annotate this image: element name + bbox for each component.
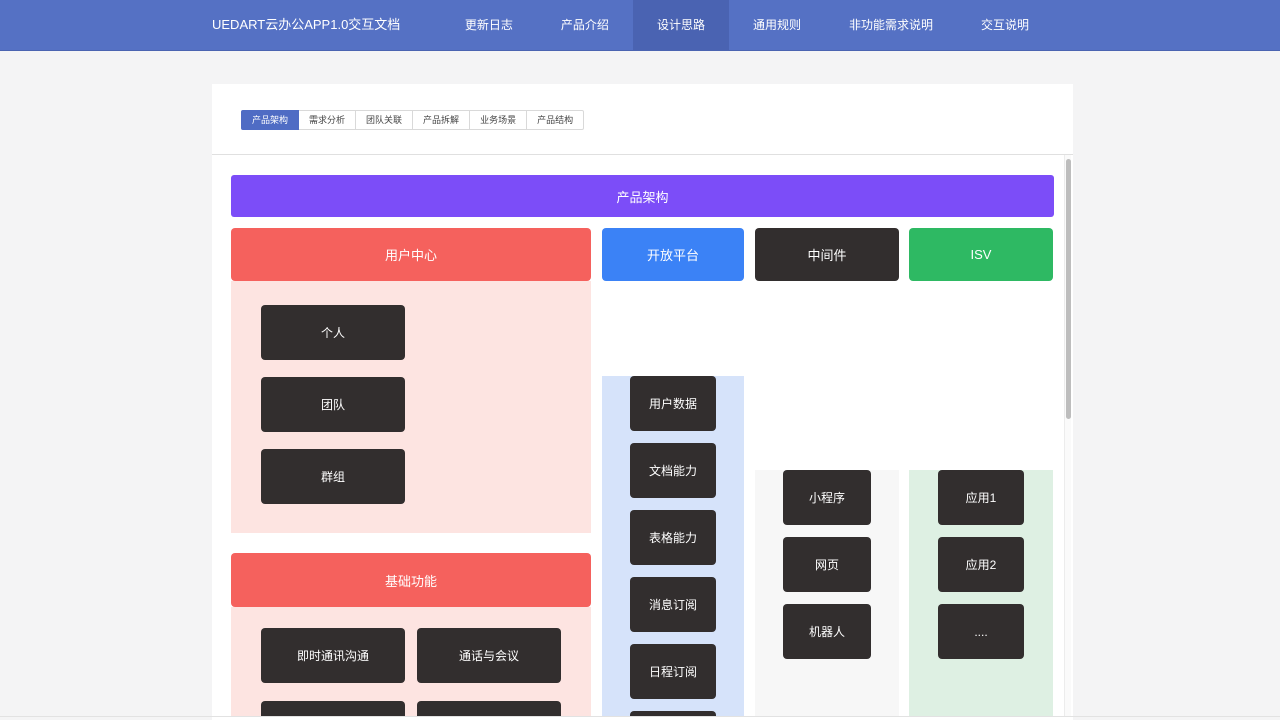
node-calls-meetings: 通话与会议: [417, 628, 561, 683]
nav-item-interaction-notes[interactable]: 交互说明: [980, 18, 1029, 32]
column-body-basic-functions: 即时通讯沟通 通话与会议: [231, 607, 591, 716]
tab-bar: 产品架构 需求分析 团队关联 产品拆解 业务场景 产品结构: [212, 84, 1073, 155]
node-app-ellipsis: ....: [938, 604, 1024, 659]
column-header-open-platform: 开放平台: [602, 228, 744, 281]
content-card: 产品架构 需求分析 团队关联 产品拆解 业务场景 产品结构 产品架构 用户中心 …: [212, 84, 1073, 720]
nav-item-changelog[interactable]: 更新日志: [464, 18, 513, 32]
column-header-basic-functions: 基础功能: [231, 553, 591, 607]
node-group: 群组: [261, 449, 405, 504]
node-mini-program: 小程序: [783, 470, 871, 525]
scrollbar-thumb[interactable]: [1066, 159, 1071, 419]
tab-team-relation[interactable]: 团队关联: [355, 110, 414, 130]
section-gap: [231, 533, 591, 553]
node-user-data: 用户数据: [630, 376, 716, 431]
document-title: UEDART云办公APP1.0交互文档: [212, 17, 401, 32]
column-user-center: 用户中心 个人 团队 群组 基础功能 即时通讯沟通 通话与会议: [231, 228, 591, 716]
diagram-scroll-area: 产品架构 用户中心 个人 团队 群组 基础功能 即时通讯沟通 通话与会议: [212, 155, 1073, 716]
column-open-platform: 开放平台 用户数据 文档能力 表格能力 消息订阅 日程订阅: [602, 228, 744, 716]
node-box-partial: [630, 711, 716, 716]
column-header-middleware: 中间件: [755, 228, 899, 281]
node-schedule-subscription: 日程订阅: [630, 644, 716, 699]
diagram-root-node: 产品架构: [231, 175, 1054, 217]
node-message-subscription: 消息订阅: [630, 577, 716, 632]
top-navbar: UEDART云办公APP1.0交互文档 更新日志 产品介绍 设计思路 通用规则 …: [0, 0, 1280, 51]
node-app1: 应用1: [938, 470, 1024, 525]
viewport-bottom-divider: [0, 716, 1280, 717]
tab-product-architecture[interactable]: 产品架构: [241, 110, 300, 130]
column-middleware: 中间件 小程序 网页 机器人: [755, 228, 899, 716]
tab-product-structure[interactable]: 产品结构: [526, 110, 585, 130]
nav-item-nonfunctional-requirements[interactable]: 非功能需求说明: [848, 18, 933, 32]
nav-item-product-intro[interactable]: 产品介绍: [560, 18, 609, 32]
tab-product-breakdown[interactable]: 产品拆解: [412, 110, 471, 130]
nav-item-design-thinking[interactable]: 设计思路: [632, 0, 729, 50]
node-webpage: 网页: [783, 537, 871, 592]
node-robot: 机器人: [783, 604, 871, 659]
column-isv: ISV 应用1 应用2 ....: [909, 228, 1053, 716]
column-body-open-platform: 用户数据 文档能力 表格能力 消息订阅 日程订阅: [602, 376, 744, 716]
column-body-user-center: 个人 团队 群组: [231, 281, 591, 533]
node-team: 团队: [261, 377, 405, 432]
nav-item-general-rules[interactable]: 通用规则: [752, 18, 801, 32]
column-header-user-center: 用户中心: [231, 228, 591, 281]
node-box-partial: [261, 701, 405, 716]
nav-menu: 更新日志 产品介绍 设计思路 通用规则 非功能需求说明 交互说明: [441, 0, 1053, 50]
diagram-columns: 用户中心 个人 团队 群组 基础功能 即时通讯沟通 通话与会议: [231, 228, 1073, 716]
tab-requirement-analysis[interactable]: 需求分析: [298, 110, 357, 130]
node-app2: 应用2: [938, 537, 1024, 592]
column-body-middleware: 小程序 网页 机器人: [755, 470, 899, 716]
node-document-capability: 文档能力: [630, 443, 716, 498]
column-header-isv: ISV: [909, 228, 1053, 281]
node-sheet-capability: 表格能力: [630, 510, 716, 565]
node-instant-messaging: 即时通讯沟通: [261, 628, 405, 683]
column-body-isv: 应用1 应用2 ....: [909, 470, 1053, 716]
node-personal: 个人: [261, 305, 405, 360]
tab-business-scenario[interactable]: 业务场景: [469, 110, 528, 130]
scrollbar-track[interactable]: [1064, 155, 1071, 716]
node-box-partial: [417, 701, 561, 716]
